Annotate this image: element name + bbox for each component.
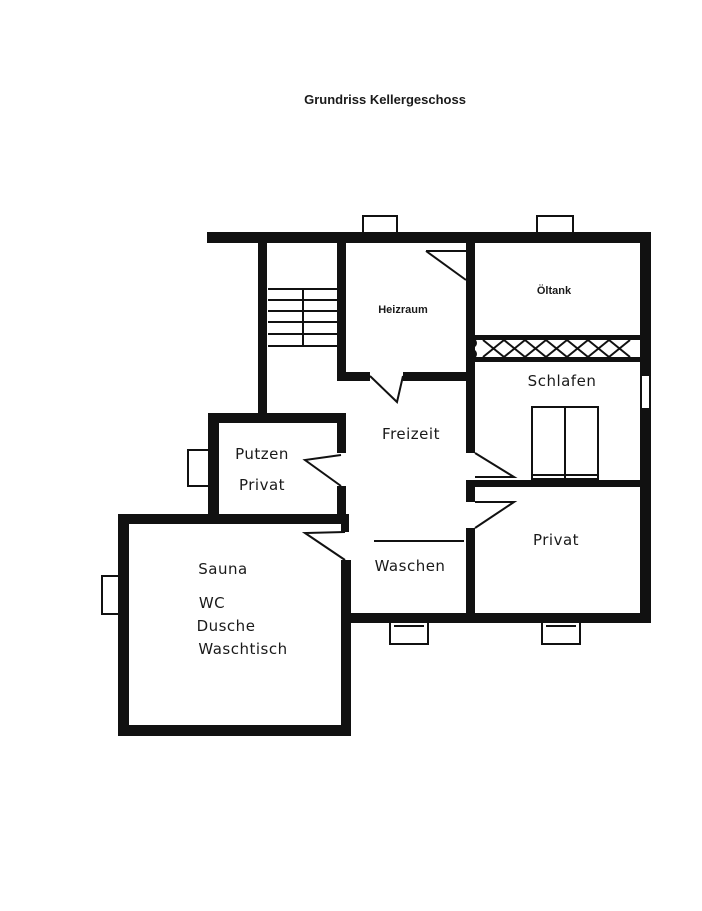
oeltank-hatch	[467, 335, 645, 362]
room-label-putzen-privat: Privat	[239, 476, 285, 494]
plan-title: Grundriss Kellergeschoss	[304, 92, 466, 107]
staircase	[268, 288, 337, 347]
room-label-waschtisch: Waschtisch	[198, 640, 287, 658]
windows	[101, 215, 651, 645]
room-label-dusche: Dusche	[197, 617, 256, 635]
room-label-schlafen: Schlafen	[528, 372, 597, 390]
room-label-privat: Privat	[533, 531, 579, 549]
room-label-wc: WC	[199, 594, 225, 612]
room-label-heizraum: Heizraum	[378, 304, 428, 316]
doors	[301, 250, 518, 561]
room-label-sauna: Sauna	[198, 560, 247, 578]
room-label-freizeit: Freizeit	[382, 425, 440, 443]
room-label-putzen: Putzen	[235, 445, 289, 463]
room-label-waschen: Waschen	[375, 557, 446, 575]
wardrobe	[531, 406, 599, 480]
room-label-oeltank: Öltank	[537, 284, 572, 297]
walls	[118, 232, 651, 736]
